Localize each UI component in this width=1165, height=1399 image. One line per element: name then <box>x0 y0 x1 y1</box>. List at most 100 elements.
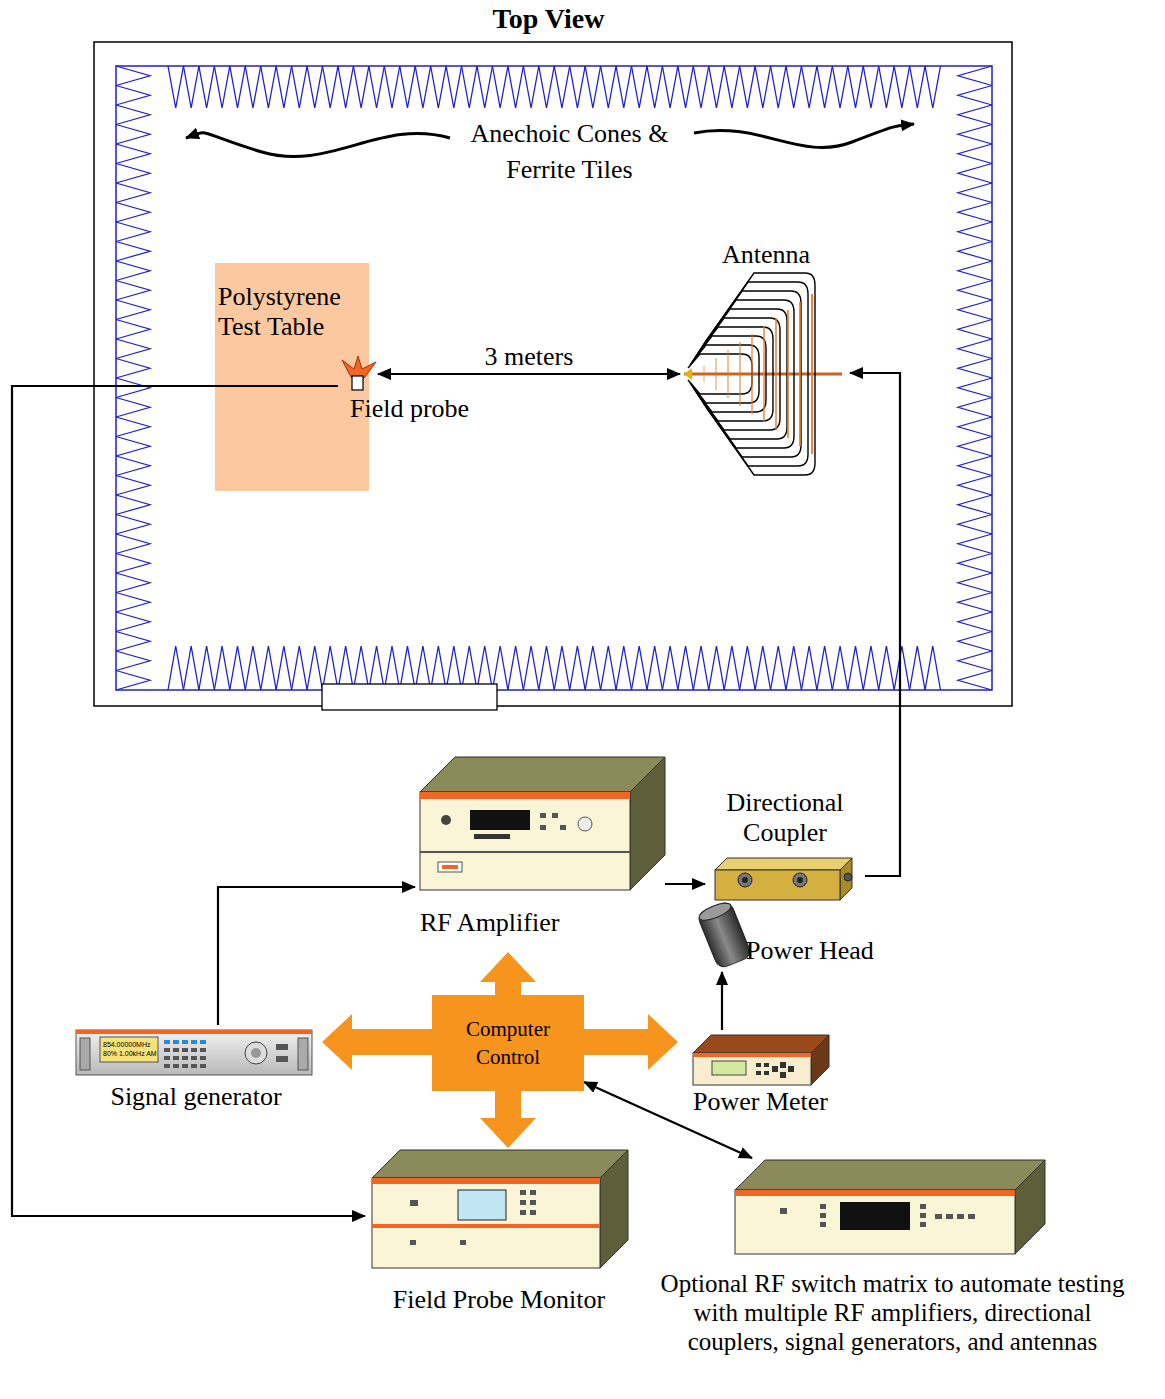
anechoic-cones-part <box>230 646 245 690</box>
equipment-drawings-part <box>76 1030 312 1075</box>
log-periodic-antenna-part <box>715 358 717 390</box>
equipment-drawings-part <box>540 825 546 830</box>
log-periodic-antenna-part <box>700 300 794 448</box>
node-label: Optional RF switch matrix to automate te… <box>655 1269 1130 1356</box>
equipment-drawings-part <box>578 817 592 831</box>
anechoic-cones-part <box>958 398 992 418</box>
anechoic-cones-part <box>848 646 863 690</box>
anechoic-cones-part <box>910 66 925 108</box>
anechoic-cones-part <box>116 144 150 164</box>
anechoic-cones-part <box>958 242 992 262</box>
equipment-drawings-part <box>780 1208 787 1214</box>
anechoic-cones-part <box>678 646 693 690</box>
anechoic-cones-part <box>817 646 832 690</box>
equipment-drawings-part <box>840 1202 910 1230</box>
anechoic-cones-part <box>168 66 183 108</box>
anechoic-cones-part <box>832 646 847 690</box>
anechoic-cones-part <box>116 437 150 457</box>
equipment-drawings-part <box>182 1056 188 1060</box>
field-probe-monitor: Field Probe Monitor <box>365 1148 633 1320</box>
equipment-drawings-part <box>820 1204 826 1209</box>
anechoic-cones-part <box>801 646 816 690</box>
chamber-note: Anechoic Cones & Ferrite Tiles <box>462 116 677 188</box>
equipment-drawings-part <box>552 813 558 818</box>
anechoic-cones-part <box>724 646 739 690</box>
anechoic-cones-part <box>116 281 150 301</box>
anechoic-cones-part <box>958 281 992 301</box>
equipment-drawings-part <box>173 1040 179 1044</box>
log-periodic-antenna-part <box>751 334 753 414</box>
anechoic-cones-part <box>116 105 150 125</box>
signal-generator: Signal generator <box>70 1025 322 1115</box>
equipment-drawings-part <box>693 1053 811 1057</box>
anechoic-cones-part <box>958 359 992 379</box>
anechoic-cones-part <box>958 105 992 125</box>
anechoic-cones-part <box>958 476 992 496</box>
anechoic-cones-part <box>786 646 801 690</box>
anechoic-cones-part <box>832 66 847 108</box>
anechoic-cones-part <box>879 66 894 108</box>
anechoic-cones-part <box>338 66 353 108</box>
equipment-drawings-part <box>420 851 630 853</box>
equipment-drawings-part <box>811 1035 829 1085</box>
equipment-drawings-part <box>530 1200 536 1205</box>
signal-line <box>378 373 680 375</box>
anechoic-cones-part <box>116 261 150 281</box>
log-periodic-antenna-part <box>799 302 801 446</box>
anechoic-cones-part <box>462 66 477 108</box>
anechoic-cones <box>116 66 992 690</box>
power-head: Power Head <box>698 905 898 972</box>
anechoic-cones-part <box>740 646 755 690</box>
equipment-drawings-part <box>946 1214 953 1219</box>
anechoic-cones-part <box>879 646 894 690</box>
equipment-drawings-part <box>844 873 852 881</box>
equipment-drawings-part <box>520 1190 526 1195</box>
anechoic-cones-part <box>958 125 992 145</box>
field-probe-icon <box>338 356 378 392</box>
display-readout: 854.00000MHz <box>103 1041 159 1049</box>
anechoic-cones-part <box>523 646 538 690</box>
node-label: Computer Control <box>432 1015 584 1071</box>
equipment-drawings-part <box>840 858 852 900</box>
equipment-drawings-part <box>420 792 630 890</box>
anechoic-cones-part <box>116 671 150 691</box>
equipment-drawings-part <box>100 1037 158 1062</box>
equipment-drawings-part <box>957 1214 964 1219</box>
anechoic-cones-part <box>116 495 150 515</box>
equipment-drawings-part <box>756 1071 761 1075</box>
equipment-drawings-part <box>780 1072 786 1078</box>
anechoic-cones-part <box>116 456 150 476</box>
equipment-drawings-part <box>276 1044 288 1050</box>
anechoic-cones-part <box>353 66 368 108</box>
log-periodic-antenna-part <box>787 310 789 438</box>
equipment-drawings-part <box>820 1222 826 1227</box>
equipment-drawings-part <box>530 1190 536 1195</box>
anechoic-cones-part <box>168 646 183 690</box>
anechoic-cones-part <box>554 66 569 108</box>
anechoic-cones-part <box>116 593 150 613</box>
equipment-drawings-part <box>410 1200 418 1206</box>
equipment-drawings-part <box>474 834 510 839</box>
node-label: RF Amplifier <box>420 908 660 938</box>
equipment-drawings-part <box>797 877 803 883</box>
anechoic-cones-part <box>261 66 276 108</box>
anechoic-cones-part <box>616 66 631 108</box>
anechoic-cones-part <box>570 646 585 690</box>
anechoic-cones-part <box>601 66 616 108</box>
anechoic-cones-part <box>958 300 992 320</box>
equipment-drawings-part <box>164 1040 170 1044</box>
anechoic-cones-part <box>116 534 150 554</box>
anechoic-cones-part <box>910 646 925 690</box>
anechoic-cones-part <box>214 66 229 108</box>
anechoic-cones-part <box>740 66 755 108</box>
equipment-drawings-part <box>191 1056 197 1060</box>
anechoic-cones-part <box>116 651 150 671</box>
anechoic-cones-part <box>116 320 150 340</box>
equipment-drawings-part <box>693 1035 829 1053</box>
anechoic-cones-part <box>894 646 909 690</box>
anechoic-cones-part <box>116 378 150 398</box>
anechoic-cones-part <box>693 646 708 690</box>
test-table: Polystyrene Test TableField probe <box>215 263 369 491</box>
edge-label: 3 meters <box>482 343 577 371</box>
rf-amplifier: RF Amplifier <box>415 755 665 952</box>
